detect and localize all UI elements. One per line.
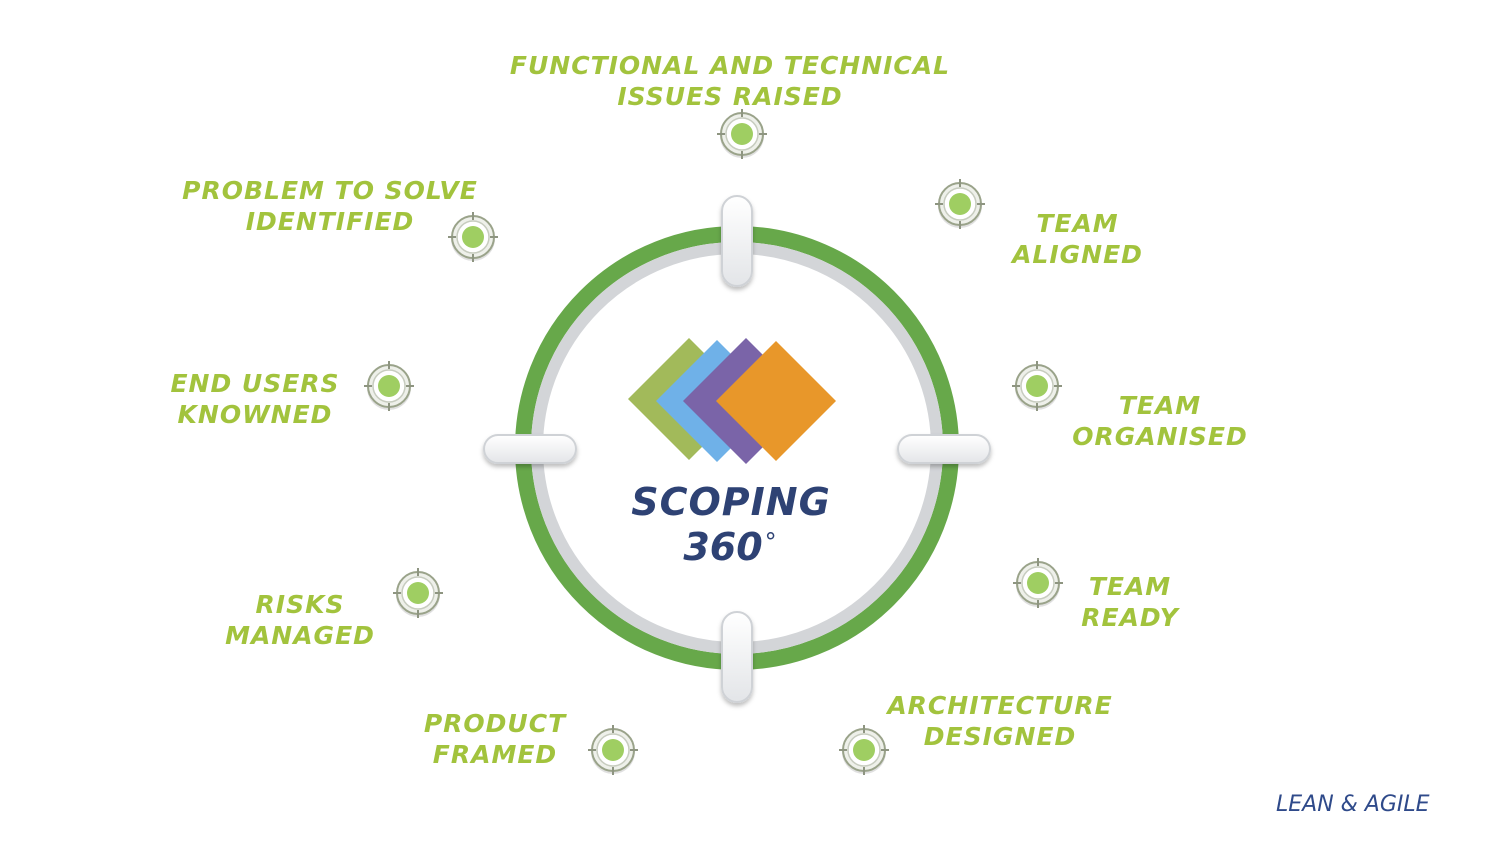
crosshair-left	[483, 434, 577, 464]
label-problem-identified: PROBLEM TO SOLVE IDENTIFIED	[150, 175, 510, 237]
label-line: IDENTIFIED	[245, 207, 415, 236]
label-line: PROBLEM TO SOLVE	[182, 176, 478, 205]
label-line: ARCHITECTURE	[887, 691, 1113, 720]
label-line: READY	[1081, 603, 1179, 632]
label-team-organised: TEAM ORGANISED	[1050, 390, 1270, 452]
crosshair-top	[721, 195, 753, 287]
label-line: TEAM	[1036, 209, 1119, 238]
target-marker-icon	[1013, 558, 1063, 608]
brand-lean-agile: LEAN & AGILE	[1276, 792, 1430, 817]
target-marker-icon	[839, 725, 889, 775]
diamond-orange	[716, 341, 836, 461]
target-marker-icon	[935, 179, 985, 229]
scoping-diamonds-logo	[628, 338, 836, 464]
center-title-number: 360	[683, 525, 763, 569]
degree-mark: °	[764, 528, 777, 556]
target-marker-icon	[393, 568, 443, 618]
label-line: TEAM	[1118, 391, 1202, 420]
label-line: FUNCTIONAL AND TECHNICAL	[509, 51, 951, 80]
label-line: END USERS	[170, 369, 340, 398]
label-line: RISKS	[255, 590, 345, 619]
label-line: FRAMED	[432, 740, 558, 769]
label-line: ISSUES RAISED	[617, 82, 843, 111]
label-line: DESIGNED	[923, 722, 1077, 751]
target-marker-icon	[448, 212, 498, 262]
target-markers	[364, 109, 1063, 775]
target-marker-icon	[364, 361, 414, 411]
crosshair-bars	[483, 195, 991, 703]
label-team-ready: TEAM READY	[1060, 571, 1200, 633]
crosshair-right	[897, 434, 991, 464]
label-product-framed: PRODUCT FRAMED	[405, 708, 585, 770]
crosshair-bottom	[721, 611, 753, 703]
label-functional-technical-issues: FUNCTIONAL AND TECHNICAL ISSUES RAISED	[470, 50, 990, 112]
label-architecture-designed: ARCHITECTURE DESIGNED	[860, 690, 1140, 752]
target-marker-icon	[1012, 361, 1062, 411]
label-line: TEAM	[1088, 572, 1172, 601]
label-line: MANAGED	[225, 621, 375, 650]
label-line: ORGANISED	[1072, 422, 1248, 451]
label-end-users-knowned: END USERS KNOWNED	[150, 368, 360, 430]
center-title-scoping: SCOPING	[631, 480, 831, 524]
label-line: PRODUCT	[423, 709, 567, 738]
target-marker-icon	[588, 725, 638, 775]
label-team-aligned: TEAM ALIGNED	[985, 208, 1170, 270]
label-line: ALIGNED	[1012, 240, 1143, 269]
label-risks-managed: RISKS MANAGED	[200, 589, 400, 651]
center-title-360: 360°	[650, 520, 810, 569]
target-marker-icon	[717, 109, 767, 159]
label-line: KNOWNED	[177, 400, 333, 429]
